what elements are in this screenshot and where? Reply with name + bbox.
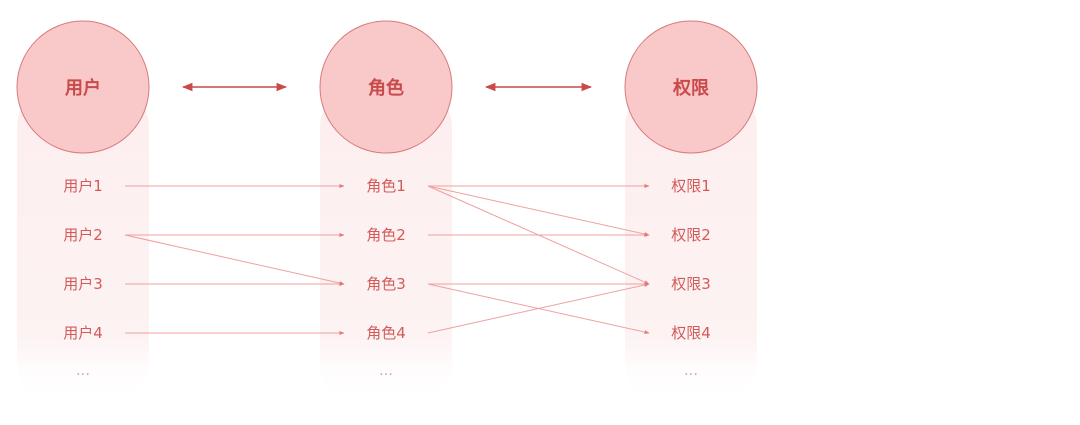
column-title-perm: 权限 [672,77,710,99]
node-perm-1: 权限1 [671,177,711,195]
link-user2-role3 [124,234,345,285]
more-ellipsis-role: … [379,363,393,379]
node-perm-2: 权限2 [671,226,711,244]
node-role-4: 角色4 [366,324,406,342]
node-role-1: 角色1 [366,177,406,195]
column-title-role: 角色 [368,77,404,99]
column-title-user: 用户 [65,77,101,99]
node-perm-3: 权限3 [671,275,711,293]
more-ellipsis-user: … [76,363,90,379]
node-user-3: 用户3 [63,275,103,293]
column-band-role [320,87,452,402]
node-user-4: 用户4 [63,324,103,342]
column-band-perm [625,87,757,402]
column-circle-user [16,20,150,154]
more-ellipsis-perm: … [684,363,698,379]
node-role-2: 角色2 [366,226,406,244]
column-band-user [17,87,149,402]
node-user-2: 用户2 [63,226,103,244]
column-circle-role [319,20,453,154]
column-circle-perm [624,20,758,154]
link-role1-perm2 [427,185,650,236]
node-user-1: 用户1 [63,177,103,195]
node-role-3: 角色3 [366,275,406,293]
link-role4-perm3 [427,283,650,334]
node-perm-4: 权限4 [671,324,711,342]
